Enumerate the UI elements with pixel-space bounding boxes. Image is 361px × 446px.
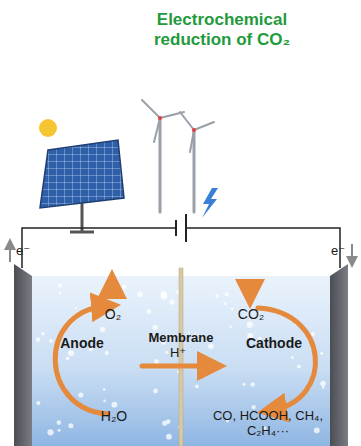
product-label: CO, HCOOH, CH₄, C₂H₄··· bbox=[212, 409, 324, 439]
electron-label: e⁻ bbox=[331, 244, 345, 259]
electron-label: e⁻ bbox=[16, 244, 30, 259]
wind-turbines bbox=[142, 100, 214, 212]
circuit-wire bbox=[22, 214, 340, 268]
species-label: CO₂ bbox=[238, 306, 264, 322]
ion-label: H⁺ bbox=[170, 346, 186, 361]
process-arrows bbox=[55, 282, 315, 414]
electrode-label: Anode bbox=[60, 335, 104, 351]
anode-electrode bbox=[14, 264, 32, 446]
electron-arrow bbox=[9, 244, 11, 262]
electron-arrow bbox=[351, 244, 353, 262]
solar-panel bbox=[40, 140, 124, 232]
electrode-label: Cathode bbox=[246, 335, 302, 351]
membrane-label: Membrane bbox=[148, 331, 213, 346]
species-label: H₂O bbox=[101, 408, 127, 424]
lightning-bolt bbox=[202, 188, 218, 218]
sun bbox=[39, 119, 57, 137]
cathode-electrode bbox=[330, 264, 348, 446]
species-label: O₂ bbox=[105, 306, 121, 322]
diagram-title: Electrochemical reduction of CO₂ bbox=[136, 10, 308, 51]
